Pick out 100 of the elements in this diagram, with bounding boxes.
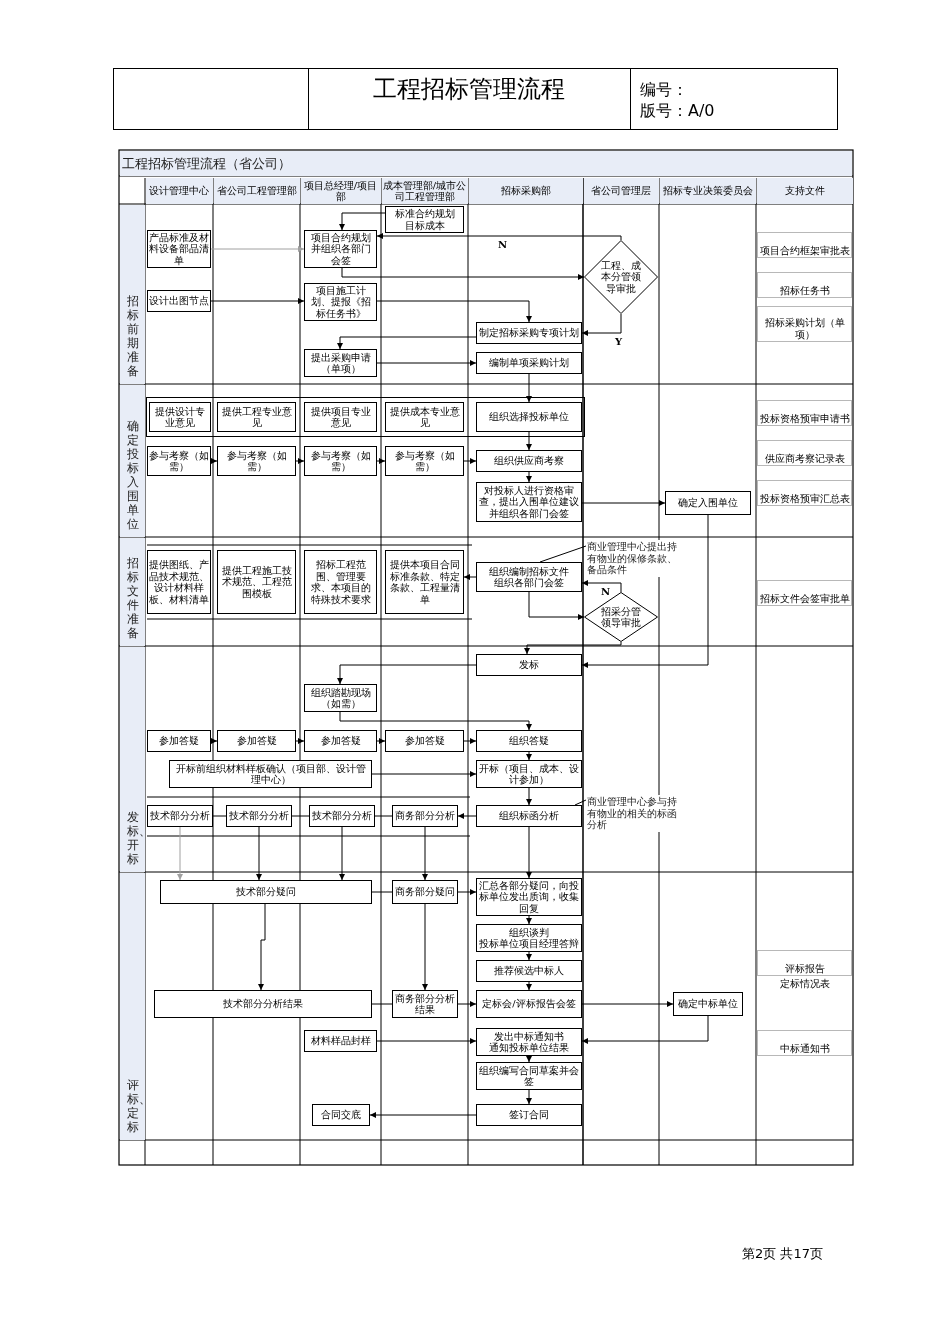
- arrow: [337, 336, 477, 350]
- arrow: [376, 233, 622, 241]
- arrow: [339, 711, 532, 731]
- document-box: 招标任务书: [757, 272, 852, 298]
- process-box: 提供工程施工技术规范、工程范围模板: [217, 550, 296, 614]
- process-box: 组织选择投标单位: [476, 402, 582, 432]
- process-box: 合同交底: [312, 1104, 370, 1126]
- arrow: [581, 313, 622, 336]
- phase-label: 评标、定标: [120, 872, 145, 1140]
- process-box: 产品标准及材料设备部品清单: [147, 230, 211, 268]
- arrow: [376, 300, 532, 323]
- process-box: 确定中标单位: [673, 992, 743, 1016]
- process-box: 参与考察（如需）: [304, 446, 377, 476]
- process-box: 对投标人进行资格审查，提出入围单位建议并组织各部门会签: [476, 482, 582, 522]
- phase-label: 确定投标入围单位: [120, 384, 145, 537]
- process-box: 组织编写合同草案并会签: [476, 1062, 582, 1090]
- leader-line: [539, 545, 587, 563]
- column-header: 省公司管理层: [583, 178, 659, 204]
- document-box: 中标通知书: [757, 1030, 852, 1056]
- column-header: 设计管理中心: [145, 178, 213, 204]
- process-box: 提供图纸、产品技术规范、设计材料样板、材料清单: [147, 550, 211, 614]
- document-box: 投标资格预审汇总表: [757, 480, 852, 506]
- process-box: 推荐候选中标人: [476, 960, 582, 982]
- process-box: 商务部分分析: [392, 805, 458, 827]
- phase-label: 发标、开标: [120, 646, 145, 872]
- arrow: [463, 738, 477, 744]
- arrow: [526, 751, 532, 761]
- document-box: 评标报告: [757, 950, 852, 976]
- process-box: 技术部分疑问: [160, 880, 372, 904]
- process-box: 商务部分疑问: [392, 880, 458, 904]
- arrow: [210, 246, 305, 252]
- phase-label: 招标文件准备: [120, 537, 145, 646]
- process-box: 组织踏勘现场（如需）: [304, 684, 377, 712]
- arrow: [526, 951, 532, 961]
- arrow: [526, 981, 532, 991]
- column-header: 招标采购部: [468, 178, 583, 204]
- arrow: [337, 664, 477, 685]
- version-number: 版号：A/0: [640, 101, 715, 121]
- group-frame: [146, 397, 585, 437]
- column-header: 招标专业决策委员会: [659, 178, 756, 204]
- process-box: 提供设计专业意见: [149, 402, 211, 432]
- arrow: [526, 1055, 532, 1063]
- arrow: [526, 471, 532, 483]
- process-box: 项目施工计划、提报《招标任务书》: [304, 283, 377, 321]
- process-box: 开标（项目、成本、设计参加）: [476, 760, 582, 788]
- document-box: 投标资格预审申请书: [757, 400, 852, 426]
- document-box: 供应商考察记录表: [757, 440, 852, 466]
- arrow: [376, 458, 386, 464]
- process-box: 提供项目专业意见: [304, 402, 377, 432]
- connector-line: [291, 815, 310, 817]
- document-box: 招标采购计划（单项）: [757, 306, 852, 342]
- arrow: [463, 574, 477, 580]
- arrow: [376, 360, 477, 366]
- process-box: 商务部分分析结果: [392, 990, 458, 1018]
- arrow: [581, 1015, 709, 1044]
- column-header: 项目总经理/项目部: [300, 178, 381, 204]
- arrow: [295, 458, 305, 464]
- connector-line: [371, 1003, 393, 1005]
- process-box: 汇总各部分疑问，向投标单位发出质询，收集回复: [476, 878, 582, 916]
- process-box: 制定招标采购专项计划: [476, 322, 582, 344]
- decision-diamond: 工程、成本分管领导审批: [584, 240, 658, 314]
- phase-label: 招标前期准备: [120, 204, 145, 384]
- column-header: 支持文件: [756, 178, 853, 204]
- arrow: [295, 738, 305, 744]
- connector-line: [212, 815, 227, 817]
- process-box: 参加答疑: [304, 730, 377, 752]
- process-box: 技术部分分析: [226, 805, 292, 827]
- arrow: [339, 212, 386, 231]
- arrow: [210, 298, 305, 304]
- process-box: 参与考察（如需）: [385, 446, 464, 476]
- process-box: 参加答疑: [217, 730, 296, 752]
- arrow: [457, 889, 477, 895]
- arrow: [526, 1089, 532, 1105]
- document-box: 项目合约框架审批表: [757, 232, 852, 258]
- arrow: [210, 738, 218, 744]
- process-box: 参与考察（如需）: [147, 446, 211, 476]
- arrow: [258, 903, 266, 991]
- process-box: 项目合约规划 并组织各部门会签: [304, 230, 377, 268]
- process-box: 编制单项采购计划: [476, 352, 582, 374]
- process-box: 发出中标通知书 通知投标单位结果: [476, 1028, 582, 1056]
- arrow: [339, 826, 345, 881]
- arrow: [371, 771, 477, 777]
- page-title: 工程招标管理流程: [372, 74, 566, 104]
- process-box: 设计出图节点: [147, 290, 211, 312]
- process-box: 发标: [476, 654, 582, 676]
- column-header: 省公司工程管理部: [213, 178, 300, 204]
- arrow: [376, 738, 386, 744]
- column-header: 成本管理部/城市公司工程管理部: [381, 178, 468, 204]
- arrow: [526, 826, 532, 879]
- process-box: 参加答疑: [385, 730, 464, 752]
- process-box: 招标工程范围、管理要求、本项目的特殊技术要求: [304, 550, 377, 614]
- process-box: 开标前组织材料样板确认（项目部、设计管理中心）: [169, 760, 372, 788]
- arrow: [526, 915, 532, 925]
- document-box: 招标文件会签审批单: [757, 580, 852, 606]
- process-box: 参与考察（如需）: [217, 446, 296, 476]
- arrow: [376, 1038, 477, 1044]
- edge-label: Y: [614, 336, 624, 347]
- arrow: [526, 431, 532, 451]
- process-box: 组织标函分析: [476, 805, 582, 827]
- arrow: [210, 458, 218, 464]
